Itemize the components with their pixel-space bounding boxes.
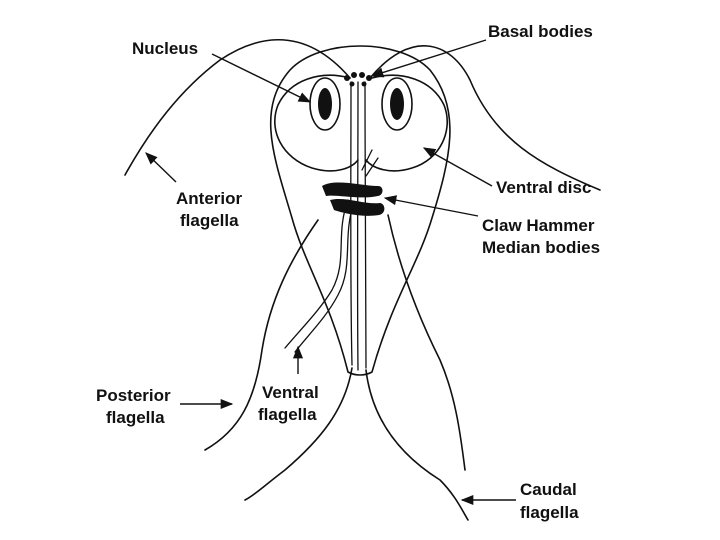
nucleus-right	[381, 77, 413, 131]
caudal-flagellum-right	[365, 369, 469, 521]
anterior-flagellum-right	[369, 45, 601, 191]
arrow-ventral-disc	[422, 147, 493, 187]
label-ventral-flagella-line2: flagella	[258, 405, 317, 424]
anterior-flagellum-left	[124, 39, 351, 176]
posterior-flagellum-right	[387, 214, 466, 471]
label-claw-hammer-line2: Median bodies	[482, 238, 600, 257]
ventral-disc-right-lobe	[365, 74, 448, 172]
median-bodies	[322, 149, 385, 216]
label-ventral-disc: Ventral disc	[496, 178, 591, 197]
label-anterior-flagella-line1: Anterior	[176, 189, 243, 208]
arrow-anterior-flagella	[145, 152, 177, 183]
ventral-disc-left-lobe	[274, 74, 359, 172]
label-claw-hammer-line1: Claw Hammer	[482, 216, 595, 235]
arrow-median-bodies	[383, 195, 479, 217]
nucleus-left	[309, 77, 341, 131]
label-caudal-flagella-line2: flagella	[520, 503, 579, 522]
axoneme-3	[364, 81, 367, 369]
label-anterior-flagella-line2: flagella	[180, 211, 239, 230]
posterior-flagellum-left	[204, 219, 319, 451]
label-nucleus: Nucleus	[132, 39, 198, 58]
label-caudal-flagella-line1: Caudal	[520, 480, 577, 499]
label-posterior-flagella-line2: flagella	[106, 408, 165, 427]
arrow-basal-bodies	[370, 39, 487, 78]
caudal-flagellum-left	[244, 367, 353, 501]
label-ventral-flagella-line1: Ventral	[262, 383, 319, 402]
arrow-nucleus	[211, 53, 312, 103]
axoneme-1	[350, 81, 353, 366]
ventral-flagella-left	[284, 199, 349, 349]
label-basal-bodies: Basal bodies	[488, 22, 593, 41]
ventral-flagella-right	[294, 201, 355, 353]
cell-body-outline	[269, 45, 451, 376]
label-posterior-flagella-line1: Posterior	[96, 386, 171, 405]
